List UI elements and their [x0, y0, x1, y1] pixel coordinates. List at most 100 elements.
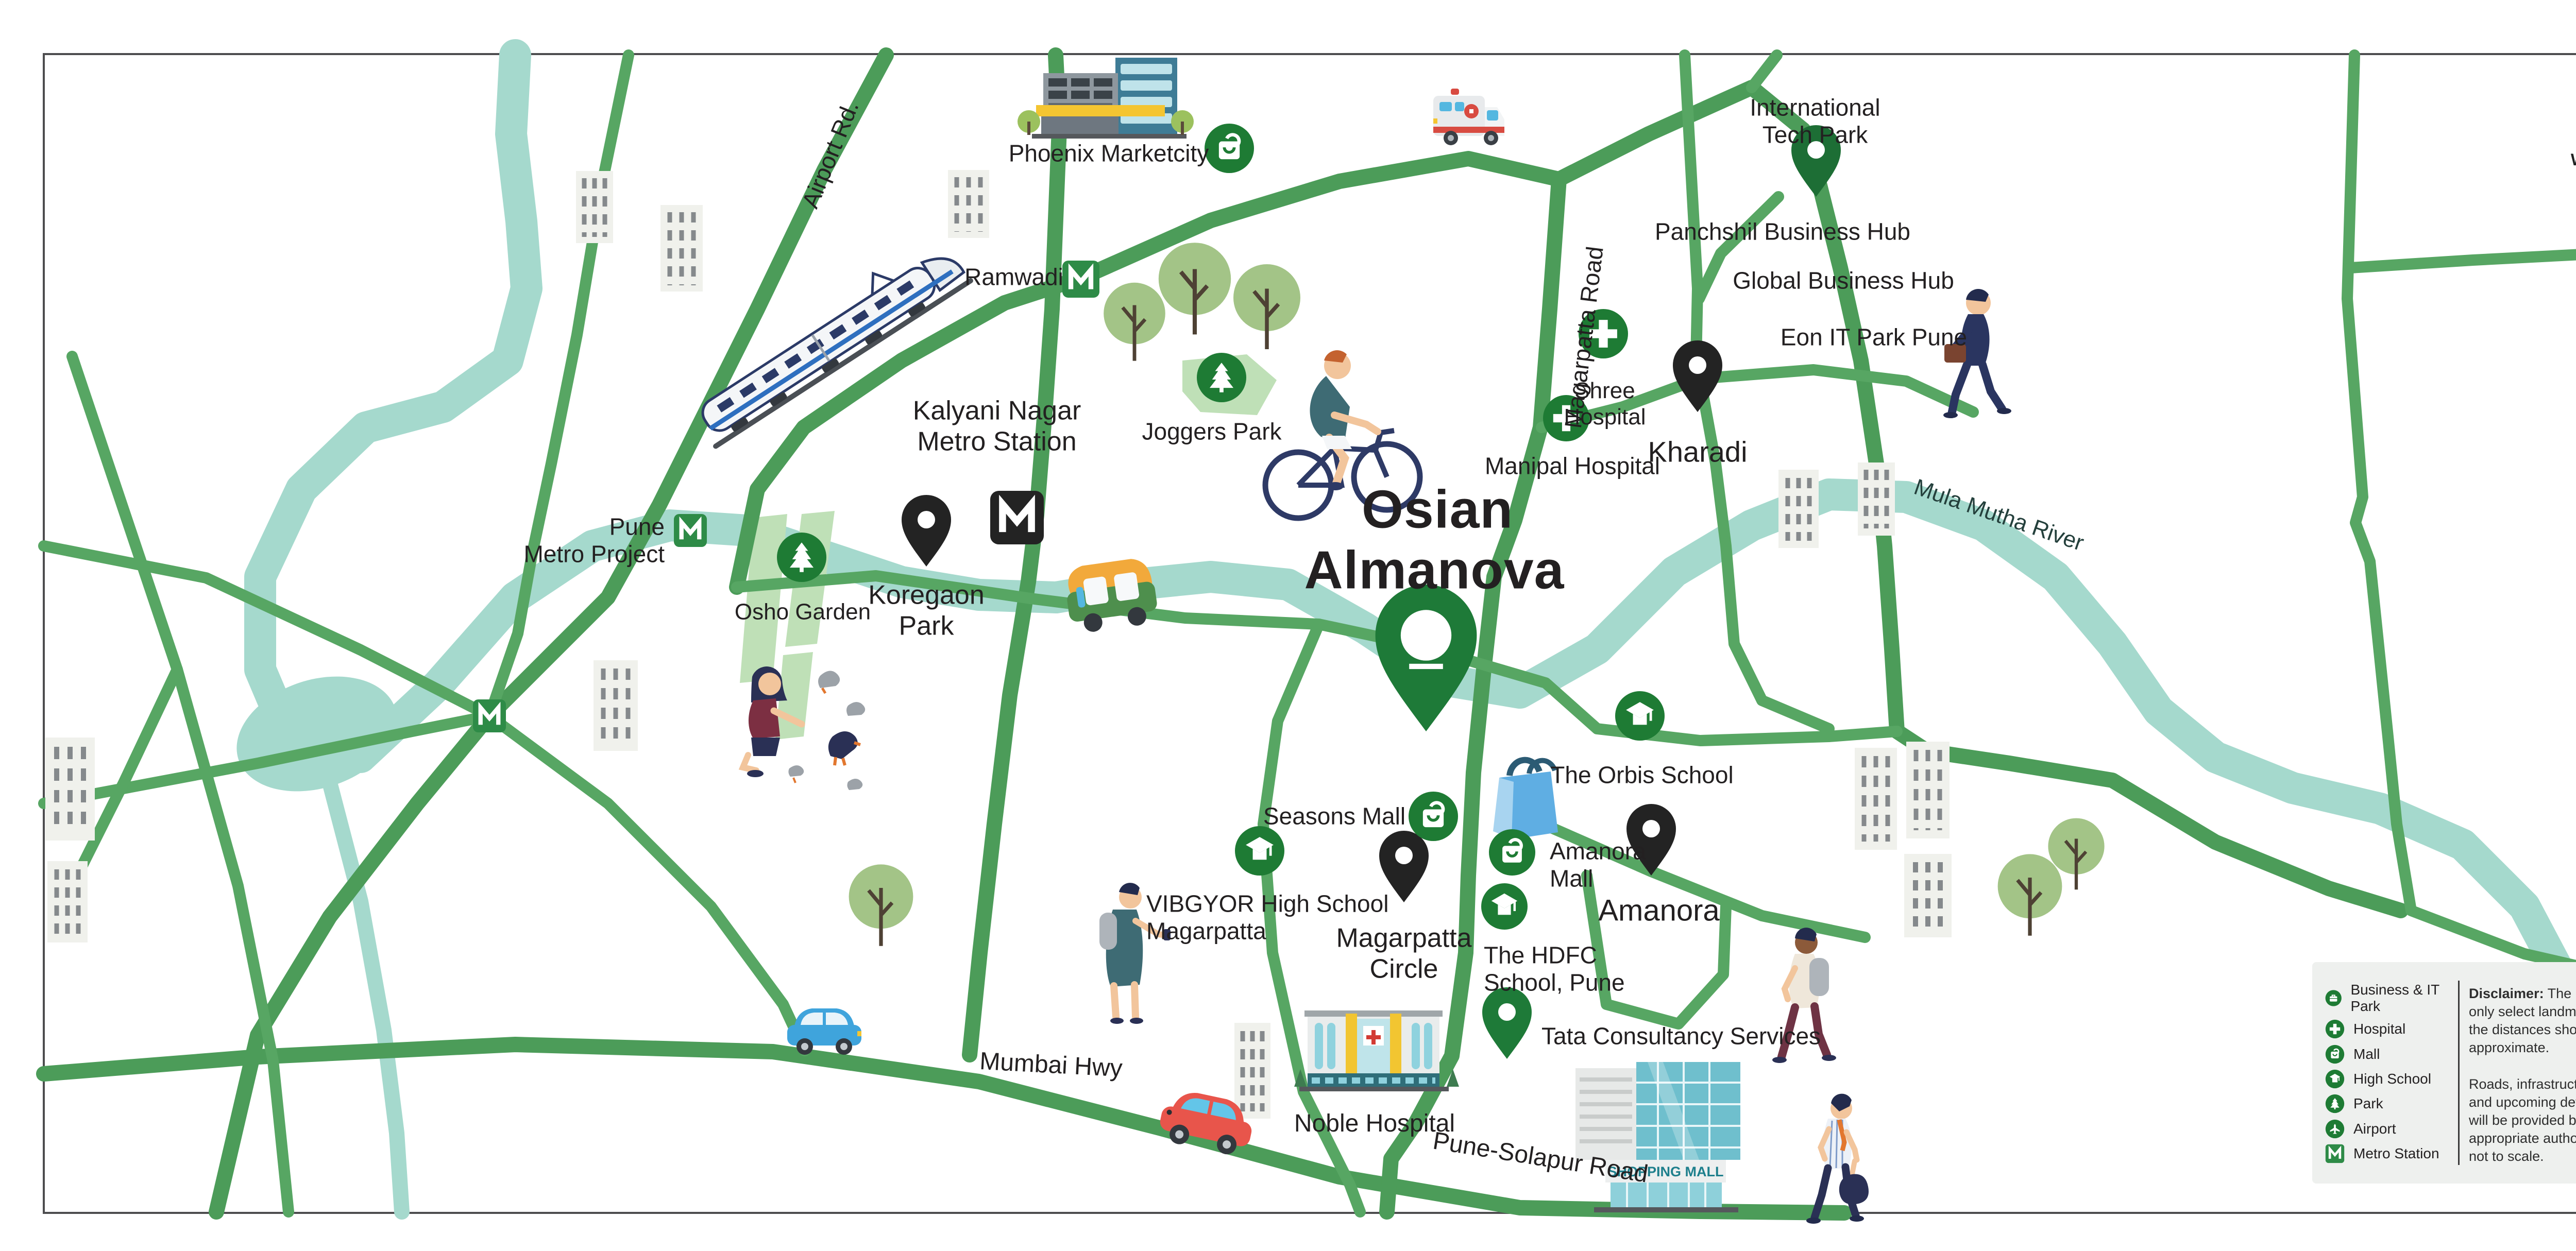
building	[47, 861, 88, 942]
building	[1855, 748, 1897, 850]
magarpatta-circle-line2: Circle	[1369, 954, 1438, 984]
ramwadi-metro-icon	[1062, 261, 1099, 298]
building	[1904, 854, 1952, 937]
hdfc-line2: School, Pune	[1484, 969, 1625, 996]
shopping-mall-sign: SHOPPING MALL	[1607, 1164, 1723, 1179]
tcs-label: Tata Consultancy Services	[1541, 1022, 1821, 1050]
legend-disclaimer: Disclaimer: The map depicts only select …	[2469, 978, 2576, 1168]
vibgyor-label: VIBGYOR High School Magarpatta	[1146, 890, 1388, 946]
panchshil-business-hub-label: Panchshil Business Hub	[1654, 218, 1911, 245]
osho-garden-area	[740, 514, 787, 683]
person-with-phone-illustration	[1099, 883, 1171, 1024]
backpack-walker-illustration	[1772, 928, 1836, 1063]
metro-train-illustration	[701, 257, 973, 449]
noble-hospital-building	[1294, 1010, 1459, 1091]
legend-item-hospital: Hospital	[2325, 1019, 2456, 1039]
shree-hospital-label: Shree Hospital	[1564, 378, 1646, 430]
legend-item-airport: Airport	[2325, 1119, 2456, 1139]
kalyani-line2: Metro Station	[917, 427, 1077, 457]
legend-divider	[2458, 981, 2460, 1165]
building	[1778, 470, 1819, 548]
tree	[1104, 283, 1165, 361]
building	[1906, 742, 1950, 838]
airport-icon	[2325, 1119, 2345, 1138]
ramwadi-vertical-road	[962, 47, 1067, 1063]
legend-label: Airport	[2353, 1120, 2396, 1137]
tree	[1233, 264, 1300, 349]
metro-station-icon	[2325, 1143, 2345, 1164]
joggers-park-icon	[1197, 353, 1246, 402]
amanora-mall-icon	[1489, 829, 1535, 876]
cyclist-illustration	[1262, 350, 1423, 521]
tcs-pin	[1482, 987, 1532, 1059]
koregaon-line1: Koregaon	[868, 580, 985, 610]
legend-item-metro-station: Metro Station	[2325, 1143, 2456, 1164]
map-frame	[43, 53, 2576, 1214]
project-title-line2: Almanova	[1304, 540, 1565, 601]
building	[1234, 1023, 1270, 1119]
phoenix-mall-icon	[1205, 124, 1254, 173]
legend-label: Metro Station	[2353, 1145, 2439, 1161]
legend-label: Hospital	[2353, 1021, 2406, 1037]
itp-line2: Tech Park	[1762, 122, 1868, 148]
orbis-school-icon	[1615, 691, 1665, 741]
noble-hospital-label: Noble Hospital	[1294, 1110, 1455, 1138]
shree-line1: Shree	[1574, 378, 1635, 403]
eon-it-park-label: Eon IT Park Pune	[1780, 323, 1968, 351]
building	[594, 660, 638, 751]
auto-rickshaw-illustration	[1067, 559, 1157, 632]
building	[660, 205, 703, 292]
osho-garden-label: Osho Garden	[734, 599, 871, 625]
ambulance-illustration	[1433, 89, 1504, 145]
vibgyor-line1: VIBGYOR High School	[1146, 890, 1389, 917]
hospital-icon	[2325, 1020, 2345, 1039]
blue-car-illustration	[787, 1008, 861, 1055]
tree	[849, 864, 913, 946]
joggers-park-label: Joggers Park	[1142, 418, 1282, 445]
hdfc-school-icon	[1481, 883, 1528, 930]
disclaimer-text: The map depicts only select landmarks an…	[2469, 986, 2576, 1055]
seasons-mall-icon	[1409, 792, 1458, 841]
legend-panel: Business & IT Park Hospital Mall High Sc…	[2312, 962, 2576, 1184]
red-car-illustration	[1160, 1093, 1252, 1155]
building	[1858, 462, 1895, 536]
legend-label: Business & IT Park	[2350, 982, 2439, 1014]
woman-feeding-birds-illustration	[738, 666, 866, 790]
airport-road	[209, 47, 894, 1220]
walking-man-bag-illustration	[1806, 1093, 1869, 1224]
building	[576, 171, 613, 243]
koregaon-park-pin	[902, 495, 951, 567]
kharadi-label: Kharadi	[1648, 435, 1748, 468]
legend-items: Business & IT Park Hospital Mall High Sc…	[2325, 978, 2456, 1168]
pune-metro-project-label: Pune Metro Project	[523, 513, 665, 569]
amanora-mall-label: Amanora Mall	[1550, 838, 1646, 893]
city-buildings	[45, 170, 1952, 1119]
compass-w: W	[2571, 150, 2576, 169]
amanora-mall-line2: Mall	[1550, 865, 1594, 892]
hdfc-school-label: The HDFC School, Pune	[1484, 942, 1625, 997]
pune-metro-line1: Pune	[609, 513, 665, 540]
orbis-school-label: The Orbis School	[1550, 761, 1734, 789]
park-icon	[2325, 1094, 2345, 1113]
tech-park-road	[1551, 80, 2409, 918]
ramwadi-arc-road	[729, 151, 1567, 595]
vibgyor-school-icon	[1235, 826, 1284, 876]
tree	[1998, 854, 2062, 935]
legend-item-business-it-park: Business & IT Park	[2325, 982, 2456, 1015]
phoenix-marketcity-label: Phoenix Marketcity	[1008, 140, 1209, 167]
kalyani-nagar-label: Kalyani Nagar Metro Station	[913, 396, 1081, 458]
itp-line1: International	[1750, 94, 1880, 121]
pune-metro-line2: Metro Project	[523, 541, 665, 568]
project-title-line1: Osian	[1362, 479, 1513, 540]
kharadi-pin	[1673, 340, 1722, 412]
manipal-hospital-label: Manipal Hospital	[1484, 452, 1660, 479]
mumbai-hwy-road	[36, 1037, 1852, 1221]
hdfc-line1: The HDFC	[1484, 941, 1597, 969]
legend-label: Park	[2353, 1095, 2383, 1112]
mall-icon	[2325, 1044, 2345, 1065]
legend-label: Mall	[2353, 1046, 2380, 1062]
global-business-hub-label: Global Business Hub	[1733, 267, 1954, 294]
koregaon-park-label: Koregaon Park	[868, 580, 985, 642]
